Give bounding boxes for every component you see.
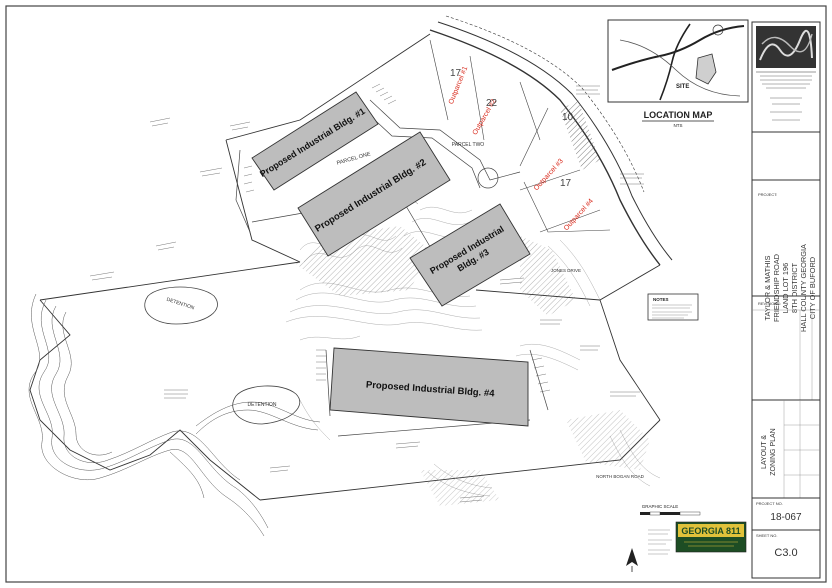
detention-pond-2: DETENTION xyxy=(232,385,301,425)
jones-drive-label: JONES DRIVE xyxy=(551,268,581,273)
title-block: PROJECT: TAYLOR & MATHIS FRIENDSHIP ROAD… xyxy=(751,21,821,579)
road-hatch xyxy=(560,100,600,170)
georgia-811-logo: GEORGIA 811 xyxy=(675,521,747,553)
project-label: PROJECT: xyxy=(758,192,777,197)
project-no-label: PROJECT NO. xyxy=(756,501,783,506)
location-map: SITE LOCATION MAP NTS xyxy=(607,19,749,128)
notes-title: NOTES xyxy=(653,297,669,302)
site-marker xyxy=(695,53,717,85)
svg-text:8TH DISTRICT: 8TH DISTRICT xyxy=(790,262,799,313)
detention-label-2: DETENTION xyxy=(248,402,277,408)
sheet-number: C3.0 xyxy=(774,547,797,559)
svg-text:FRIENDSHIP ROAD: FRIENDSHIP ROAD xyxy=(772,254,781,322)
project-number: 18-067 xyxy=(770,512,802,523)
annotation-text-strokes xyxy=(89,85,644,503)
svg-text:LAND LOT 196: LAND LOT 196 xyxy=(781,263,790,313)
revisions-label: REVISIONS: xyxy=(758,301,781,306)
building-4: Proposed Industrial Bldg. #4 xyxy=(329,347,529,427)
svg-text:HALL COUNTY GEORGIA: HALL COUNTY GEORGIA xyxy=(799,244,808,332)
georgia-811-text: GEORGIA 811 xyxy=(681,526,740,536)
svg-text:CITY OF BUFORD: CITY OF BUFORD xyxy=(808,257,817,319)
outparcel-lines xyxy=(429,39,611,233)
svg-text:10: 10 xyxy=(562,112,574,123)
svg-text:TAYLOR & MATHIS: TAYLOR & MATHIS xyxy=(763,255,772,320)
north-bogan-road-label: NORTH BOGAN ROAD xyxy=(596,474,644,479)
parcel-two-label: PARCEL TWO xyxy=(452,142,485,148)
north-arrow-icon xyxy=(626,548,638,572)
location-map-title: LOCATION MAP xyxy=(644,110,713,120)
graphic-scale-label: GRAPHIC SCALE xyxy=(642,504,679,509)
parking-stalls xyxy=(243,83,551,393)
sheet-no-label: SHEET NO. xyxy=(756,533,778,538)
building-3: Proposed Industrial Bldg. #3 xyxy=(409,203,531,307)
svg-text:LAYOUT &: LAYOUT & xyxy=(761,435,768,469)
contact-block xyxy=(648,529,672,555)
sheet-title: LAYOUT & ZONING PLAN xyxy=(761,428,777,475)
svg-text:22: 22 xyxy=(486,98,498,109)
stream-buffer xyxy=(28,293,321,537)
site-label: SITE xyxy=(676,84,689,90)
nts-label: NTS xyxy=(674,123,683,128)
parcel-numbers: 17 22 10 17 xyxy=(450,68,574,189)
firm-logo xyxy=(756,26,816,68)
project-name: TAYLOR & MATHIS FRIENDSHIP ROAD LAND LOT… xyxy=(763,244,817,332)
north-arrow-icon xyxy=(712,24,724,36)
svg-text:17: 17 xyxy=(560,178,572,189)
graphic-scale: GRAPHIC SCALE xyxy=(640,504,701,516)
svg-text:17: 17 xyxy=(450,68,462,79)
notes-box: NOTES xyxy=(647,293,699,321)
building-2: Proposed Industrial Bldg. #2 xyxy=(297,131,451,257)
svg-text:ZONING PLAN: ZONING PLAN xyxy=(770,428,777,475)
